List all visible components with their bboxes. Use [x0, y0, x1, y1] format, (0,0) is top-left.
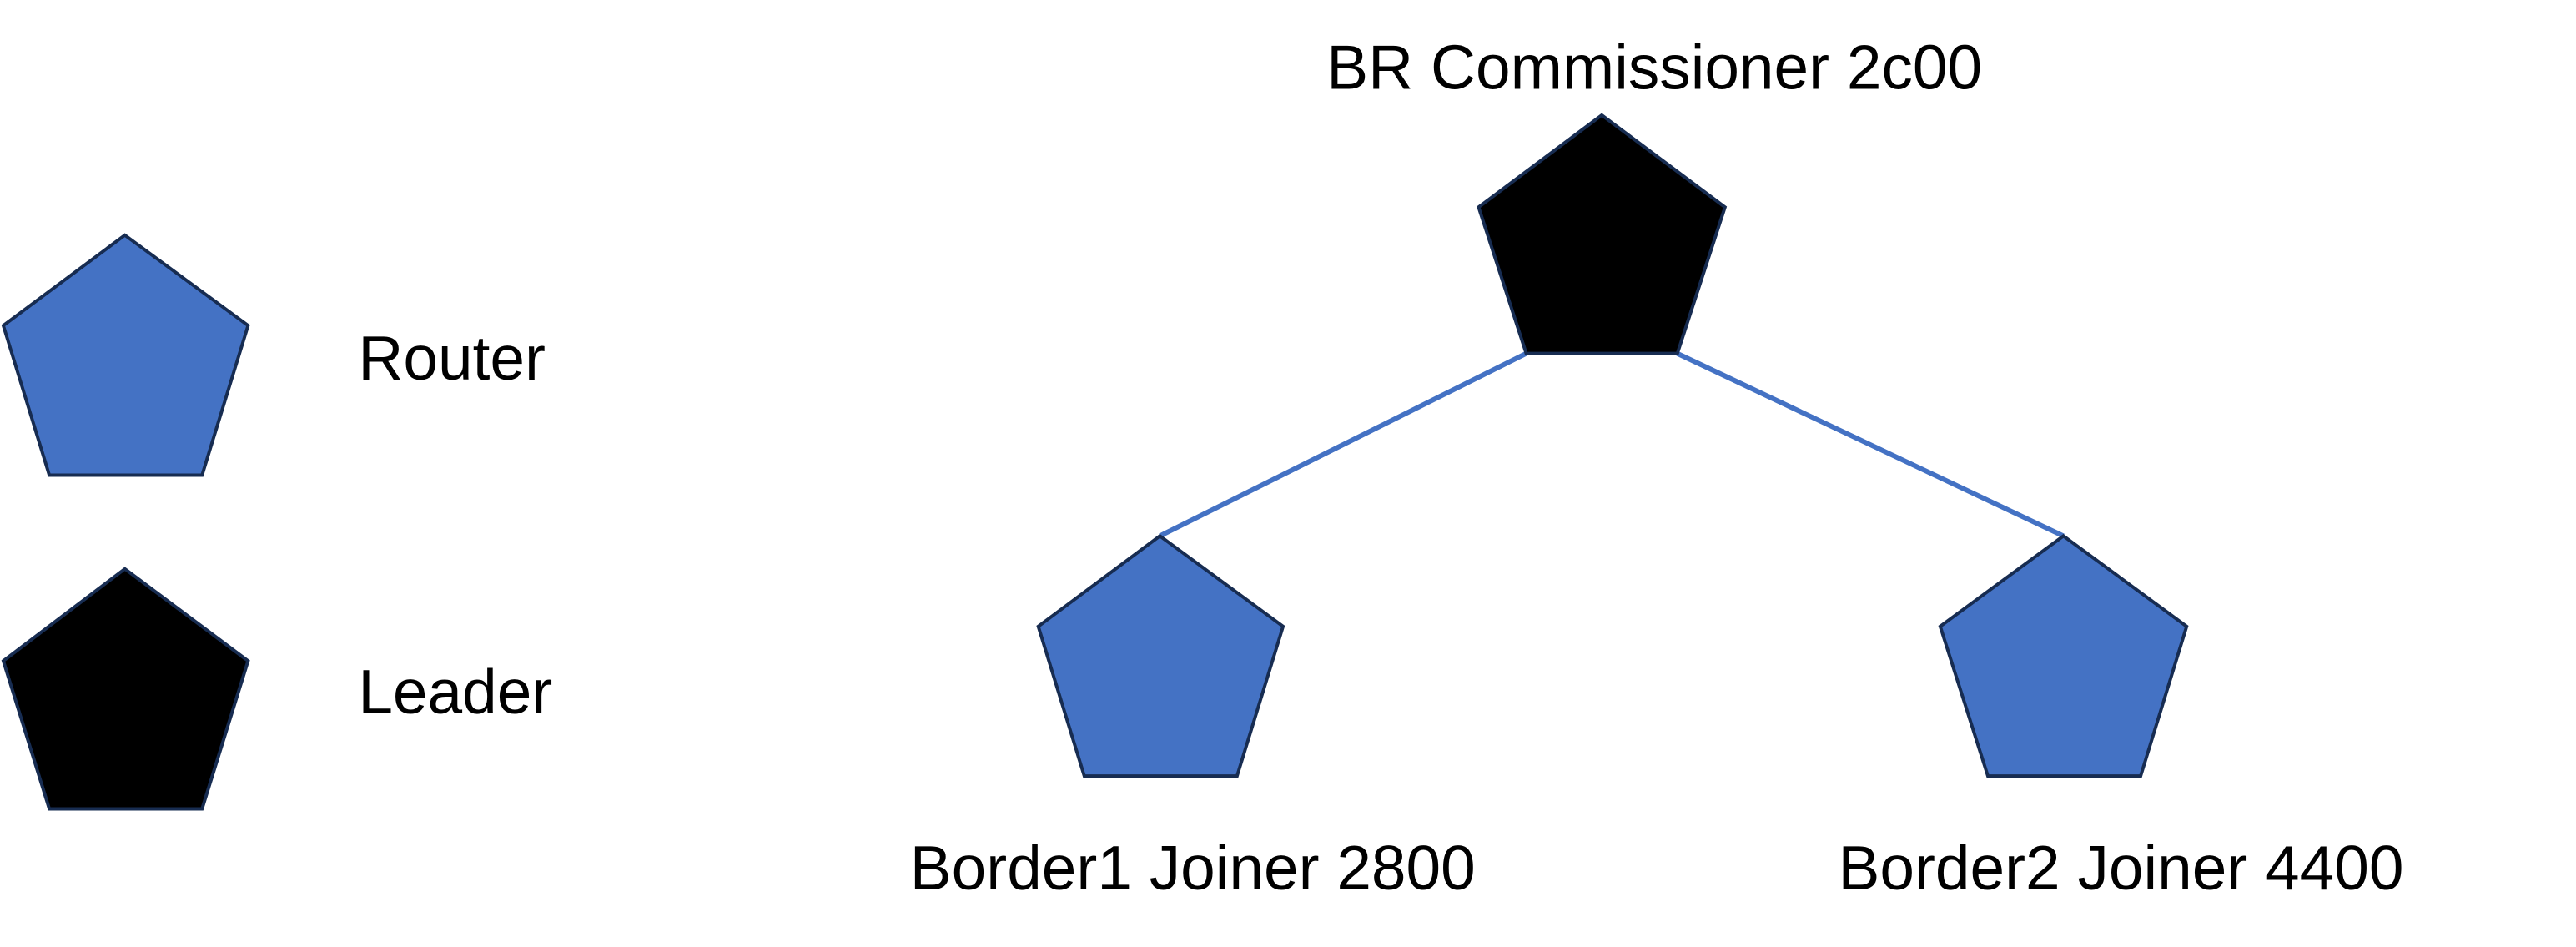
node-label-border1: Border1 Joiner 2800: [910, 833, 1476, 903]
router-pentagon-icon: [1938, 533, 2189, 778]
node-border1: Border1 Joiner 2800: [910, 533, 1476, 903]
link-commissioner-border1: [1159, 351, 1527, 539]
node-label-commissioner: BR Commissioner 2c00: [1326, 32, 1982, 102]
link-commissioner-border2: [1676, 350, 2065, 539]
router-pentagon-icon: [1, 233, 250, 477]
node-border2: Border2 Joiner 4400: [1838, 533, 2403, 903]
router-pentagon-icon: [1036, 533, 1285, 778]
legend-item-leader: Leader: [1, 567, 552, 811]
leader-pentagon-icon: [1477, 113, 1728, 355]
legend-label-router: Router: [358, 323, 546, 393]
node-commissioner: BR Commissioner 2c00: [1326, 32, 1982, 355]
legend-item-router: Router: [1, 233, 546, 477]
node-label-border2: Border2 Joiner 4400: [1838, 833, 2403, 903]
links: [1159, 350, 2065, 539]
legend: Router Leader: [1, 233, 552, 811]
leader-pentagon-icon: [1, 567, 250, 811]
legend-label-leader: Leader: [358, 657, 552, 727]
